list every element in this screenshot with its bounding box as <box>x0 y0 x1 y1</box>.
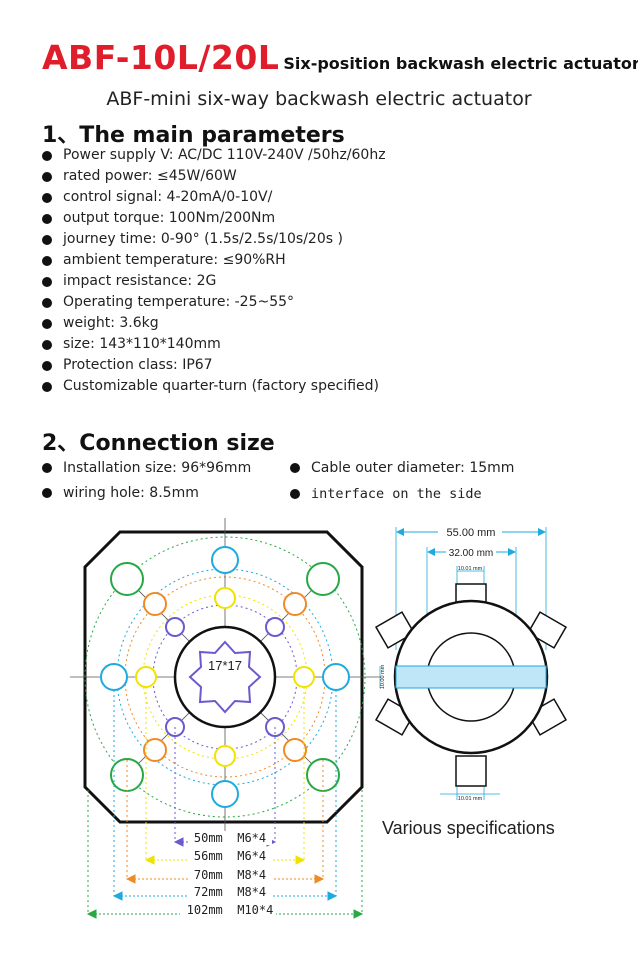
dim-label-50: 50mm M6*4 <box>194 831 266 845</box>
wiring-hole: wiring hole: 8.5mm <box>42 485 199 501</box>
param-protection-class: Protection class: IP67 <box>42 355 386 376</box>
dim-text-key-side: 10.00 mm <box>380 664 386 689</box>
dim-text-key-top: 10.01 mm <box>458 566 483 572</box>
param-journey-time: journey time: 0-90° (1.5s/2.5s/10s/20s ) <box>42 229 386 250</box>
param-output-torque: output torque: 100Nm/200Nm <box>42 208 386 229</box>
dim-text-key-bottom: 10.01 mm <box>458 796 483 802</box>
bullet-icon <box>42 192 52 203</box>
flange-drawing: 17*17 50 <box>70 518 380 919</box>
bullet-icon <box>42 463 52 473</box>
flange-outline <box>83 530 364 824</box>
cable-diameter: Cable outer diameter: 15mm <box>290 460 514 476</box>
bullet-icon <box>42 255 52 266</box>
bullet-icon <box>42 171 52 182</box>
parameter-list: Power supply V: AC/DC 110V-240V /50hz/60… <box>42 145 386 397</box>
dim-label-102: 102mm M10*4 <box>187 903 274 917</box>
bullet-icon <box>42 318 52 329</box>
drive-size-label: 17*17 <box>208 658 242 673</box>
holes-m6-56 <box>135 587 315 767</box>
bullet-icon <box>42 213 52 224</box>
bullet-icon <box>42 488 52 498</box>
various-specifications-caption: Various specifications <box>382 818 555 838</box>
holes-m8-70 <box>143 592 307 762</box>
holes-m8-72 <box>100 546 350 808</box>
extension-lines <box>87 687 363 914</box>
product-model-title: ABF-10L/20L <box>42 38 280 77</box>
dim-text-55: 55.00 mm <box>447 527 496 539</box>
bullet-icon <box>290 463 300 473</box>
param-power-supply: Power supply V: AC/DC 110V-240V /50hz/60… <box>42 145 386 166</box>
param-ambient-temperature: ambient temperature: ≤90%RH <box>42 250 386 271</box>
coupling-drawing: 55.00 mm 32.00 mm 10.01 mm 10.00 mm <box>374 524 568 802</box>
bullet-icon <box>42 339 52 350</box>
installation-size: Installation size: 96*96mm <box>42 460 251 476</box>
param-size: size: 143*110*140mm <box>42 334 386 355</box>
dim-text-32: 32.00 mm <box>449 548 493 559</box>
product-description-title: Six-position backwash electric actuator <box>283 54 638 73</box>
bullet-icon <box>42 297 52 308</box>
subtitle: ABF-mini six-way backwash electric actua… <box>106 88 532 110</box>
bullet-icon <box>42 360 52 371</box>
bullet-icon <box>290 489 300 499</box>
dim-label-70: 70mm M8*4 <box>194 868 266 882</box>
param-control-signal: control signal: 4-20mA/0-10V/ <box>42 187 386 208</box>
main-parameters-heading: 1、The main parameters <box>42 123 345 148</box>
bullet-icon <box>42 234 52 245</box>
dim-label-56: 56mm M6*4 <box>194 849 266 863</box>
dimension-70 <box>125 874 325 884</box>
interface-position: interface on the side <box>290 486 482 502</box>
keyway-band <box>395 665 547 689</box>
bullet-icon <box>42 276 52 287</box>
param-operating-temperature: Operating temperature: -25~55° <box>42 292 386 313</box>
bullet-icon <box>42 381 52 392</box>
param-impact-resistance: impact resistance: 2G <box>42 271 386 292</box>
holes-m10 <box>110 562 340 792</box>
connection-size-heading: 2、Connection size <box>42 431 275 456</box>
param-rated-power: rated power: ≤45W/60W <box>42 166 386 187</box>
param-weight: weight: 3.6kg <box>42 313 386 334</box>
octagram-drive <box>188 640 262 714</box>
dim-label-72: 72mm M8*4 <box>194 885 266 899</box>
bullet-icon <box>42 150 52 161</box>
param-quarter-turn: Customizable quarter-turn (factory speci… <box>42 376 386 397</box>
